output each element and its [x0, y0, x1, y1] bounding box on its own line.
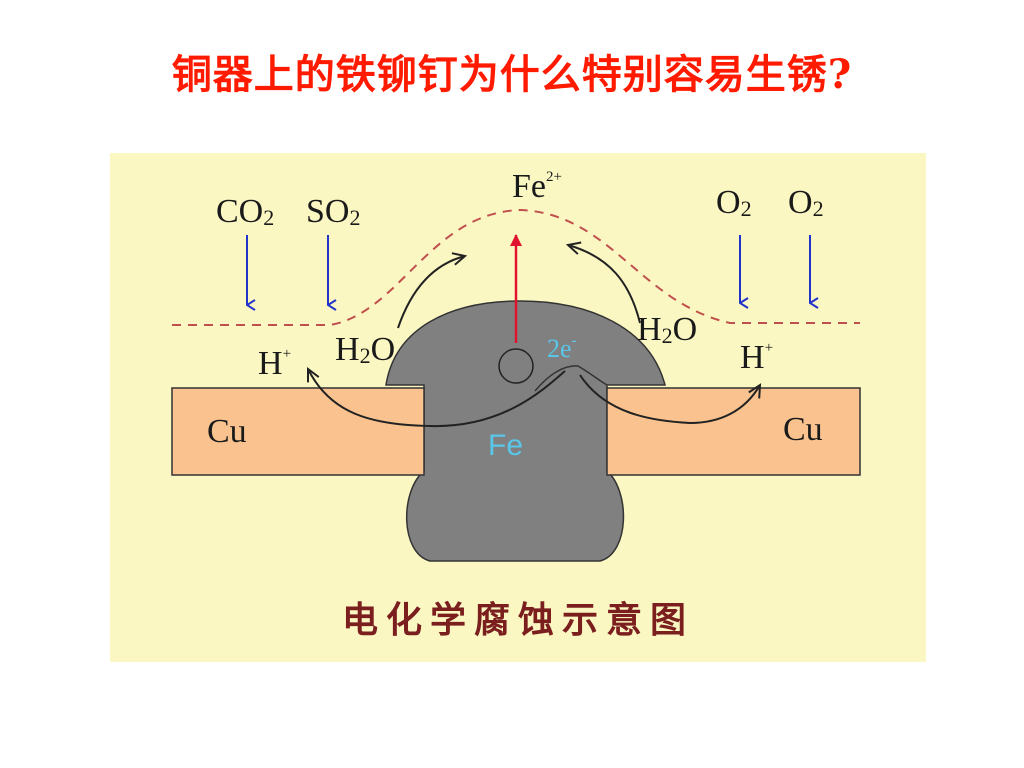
- iron-rivet: [385, 300, 666, 562]
- h2o-right-arrow: [568, 245, 641, 324]
- so2-label: SO2: [306, 193, 361, 230]
- fe-atom-circle: [498, 348, 534, 384]
- water-film-dashed-line: [172, 208, 860, 326]
- h2o-right-label: H2O: [637, 311, 698, 348]
- copper-plate-left: [171, 387, 425, 476]
- diagram-caption: 电化学腐蚀示意图: [341, 599, 694, 641]
- h-plus-right-label: H+: [740, 339, 774, 376]
- fe-label: Fe: [488, 429, 524, 462]
- cu-right-label: Cu: [783, 411, 823, 448]
- co2-label: CO2: [216, 193, 275, 230]
- corrosion-diagram: CO2 SO2 O2 O2 Fe2+ H2O H2O H+ H+ Cu Cu 2…: [110, 153, 926, 662]
- slide-title: 铜器上的铁铆钉为什么特别容易生锈?: [171, 51, 853, 98]
- h-plus-left-label: H+: [258, 345, 292, 382]
- o2-left-label: O2: [716, 184, 752, 221]
- fe-ion-label: Fe2+: [512, 168, 562, 205]
- electron-flow-left-arrow: [308, 369, 566, 428]
- o2-right-label: O2: [788, 184, 824, 221]
- corrosion-pit: [534, 365, 608, 392]
- h2o-left-arrow: [397, 256, 465, 329]
- electrons-label: 2e-: [547, 332, 577, 363]
- cu-left-label: Cu: [207, 413, 247, 450]
- copper-plate-right: [606, 387, 861, 476]
- corrosion-diagram-graphic: [171, 208, 861, 562]
- electron-flow-right-arrow: [579, 374, 760, 425]
- h2o-left-label: H2O: [335, 331, 396, 368]
